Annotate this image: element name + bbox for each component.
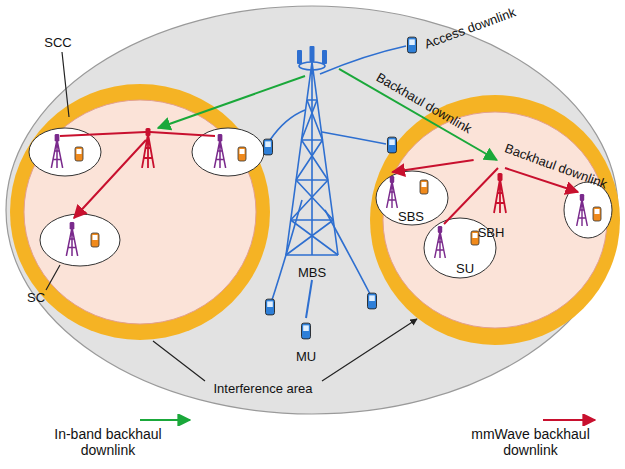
macro-cell-area — [6, 6, 618, 414]
annotation-label: SCC — [44, 35, 71, 50]
macro-user — [264, 139, 273, 155]
legend-arrow — [543, 419, 595, 421]
downlink-connector — [339, 69, 497, 160]
downlink-connector — [306, 280, 312, 318]
small-cell — [376, 171, 448, 225]
legend-arrow-sample — [18, 414, 198, 426]
annotation-label: Access downlink — [422, 5, 517, 52]
edge-label: Backhaul downlink — [374, 70, 475, 137]
mmwave-backhaul-arrow — [60, 132, 215, 218]
legend-entry: mmWave backhaul downlink — [448, 414, 613, 458]
mmwave-backhaul-arrow — [444, 168, 578, 224]
legend-arrow-sample — [448, 414, 613, 426]
annotation-label: SC — [27, 290, 45, 305]
station-node: MBS — [285, 40, 339, 280]
small-cell-user — [420, 180, 428, 194]
small-base-station — [577, 194, 588, 226]
legend-text: In-band backhaul downlink — [33, 426, 183, 458]
leader-line — [46, 52, 417, 381]
small-base-station — [435, 226, 446, 258]
node-label: SBS — [396, 209, 426, 224]
macro-antennas — [297, 46, 327, 64]
legend-arrow — [140, 419, 190, 421]
macro-user — [266, 299, 275, 315]
in-band-backhaul-arrow — [158, 76, 305, 128]
legend-entry: In-band backhaul downlink — [18, 414, 198, 458]
small-cell-user — [238, 147, 246, 161]
small-cell-user — [593, 207, 601, 221]
macro-user — [408, 37, 417, 53]
small-cell — [40, 214, 120, 266]
small-base-station — [66, 222, 77, 256]
annotation-label: Backhaul downlink — [503, 141, 609, 192]
interference-ring — [370, 95, 620, 345]
downlink-connector — [392, 160, 473, 172]
macro-user — [302, 323, 311, 339]
node-label: MBS — [296, 265, 328, 280]
annotation-label: Interference area — [213, 381, 312, 396]
station-node: SBH — [462, 160, 520, 240]
interference-ring — [10, 84, 270, 340]
macro-user — [388, 137, 397, 153]
small-base-station — [51, 134, 62, 168]
small-backhaul-hub — [494, 173, 506, 213]
station-node: SU — [450, 259, 480, 276]
station-node: SBS — [382, 172, 440, 224]
small-backhaul-hub — [142, 128, 154, 168]
node-label: SBH — [476, 225, 507, 240]
small-cell-user — [91, 233, 99, 247]
macro-user — [368, 293, 377, 309]
legend-text: mmWave backhaul downlink — [463, 426, 598, 458]
small-cell-user — [75, 147, 83, 161]
node-label: SU — [454, 261, 476, 276]
small-base-station — [387, 176, 398, 208]
node-label: MU — [294, 349, 318, 364]
station-node: MU — [290, 318, 322, 364]
small-base-station — [214, 134, 225, 168]
